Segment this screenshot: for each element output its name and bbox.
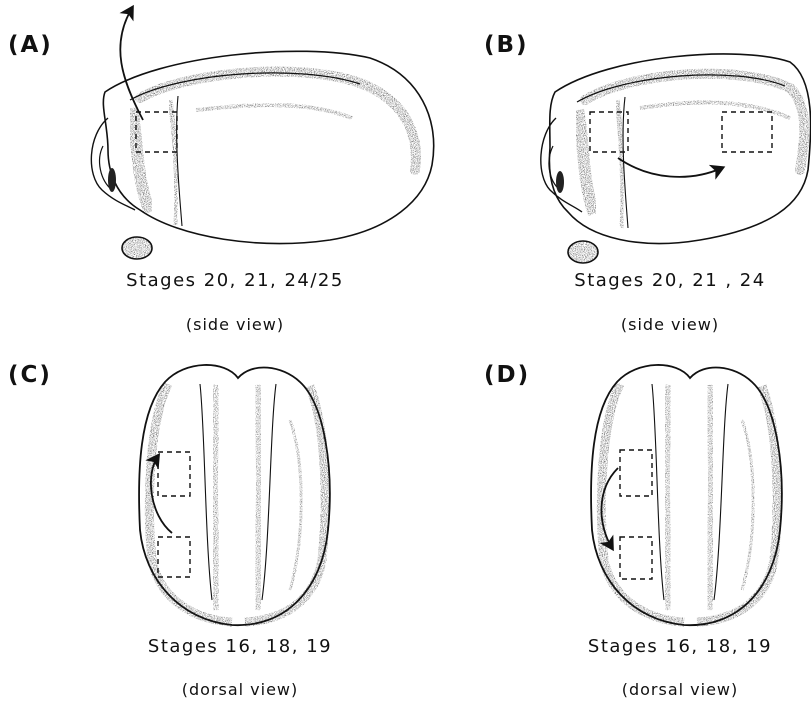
panel-label-b: (B) (484, 32, 529, 58)
embryo-side-view-b (541, 54, 811, 263)
caption-a: Stages 20, 21, 24/25 (90, 270, 380, 291)
panel-label-d: (D) (484, 362, 530, 388)
panel-label-a: (A) (8, 32, 53, 58)
caption-b: Stages 20, 21 , 24 (540, 270, 800, 291)
graft-box-lower (620, 537, 652, 579)
graft-box-lower (158, 537, 190, 577)
view-b: (side view) (540, 315, 800, 334)
graft-box-target (722, 112, 772, 152)
caption-d: Stages 16, 18, 19 (550, 636, 810, 657)
embryo-side-view-a (91, 8, 433, 259)
arrow-right (618, 158, 722, 177)
graft-box-upper (620, 450, 652, 496)
panel-label-c: (C) (8, 362, 52, 388)
view-a: (side view) (90, 315, 380, 334)
embryo-dorsal-view-c (139, 365, 330, 625)
view-d: (dorsal view) (550, 680, 810, 699)
embryo-dorsal-view-d (591, 365, 782, 625)
view-c: (dorsal view) (100, 680, 380, 699)
arrow-up (120, 8, 143, 120)
caption-c: Stages 16, 18, 19 (100, 636, 380, 657)
graft-box-upper (158, 452, 190, 496)
